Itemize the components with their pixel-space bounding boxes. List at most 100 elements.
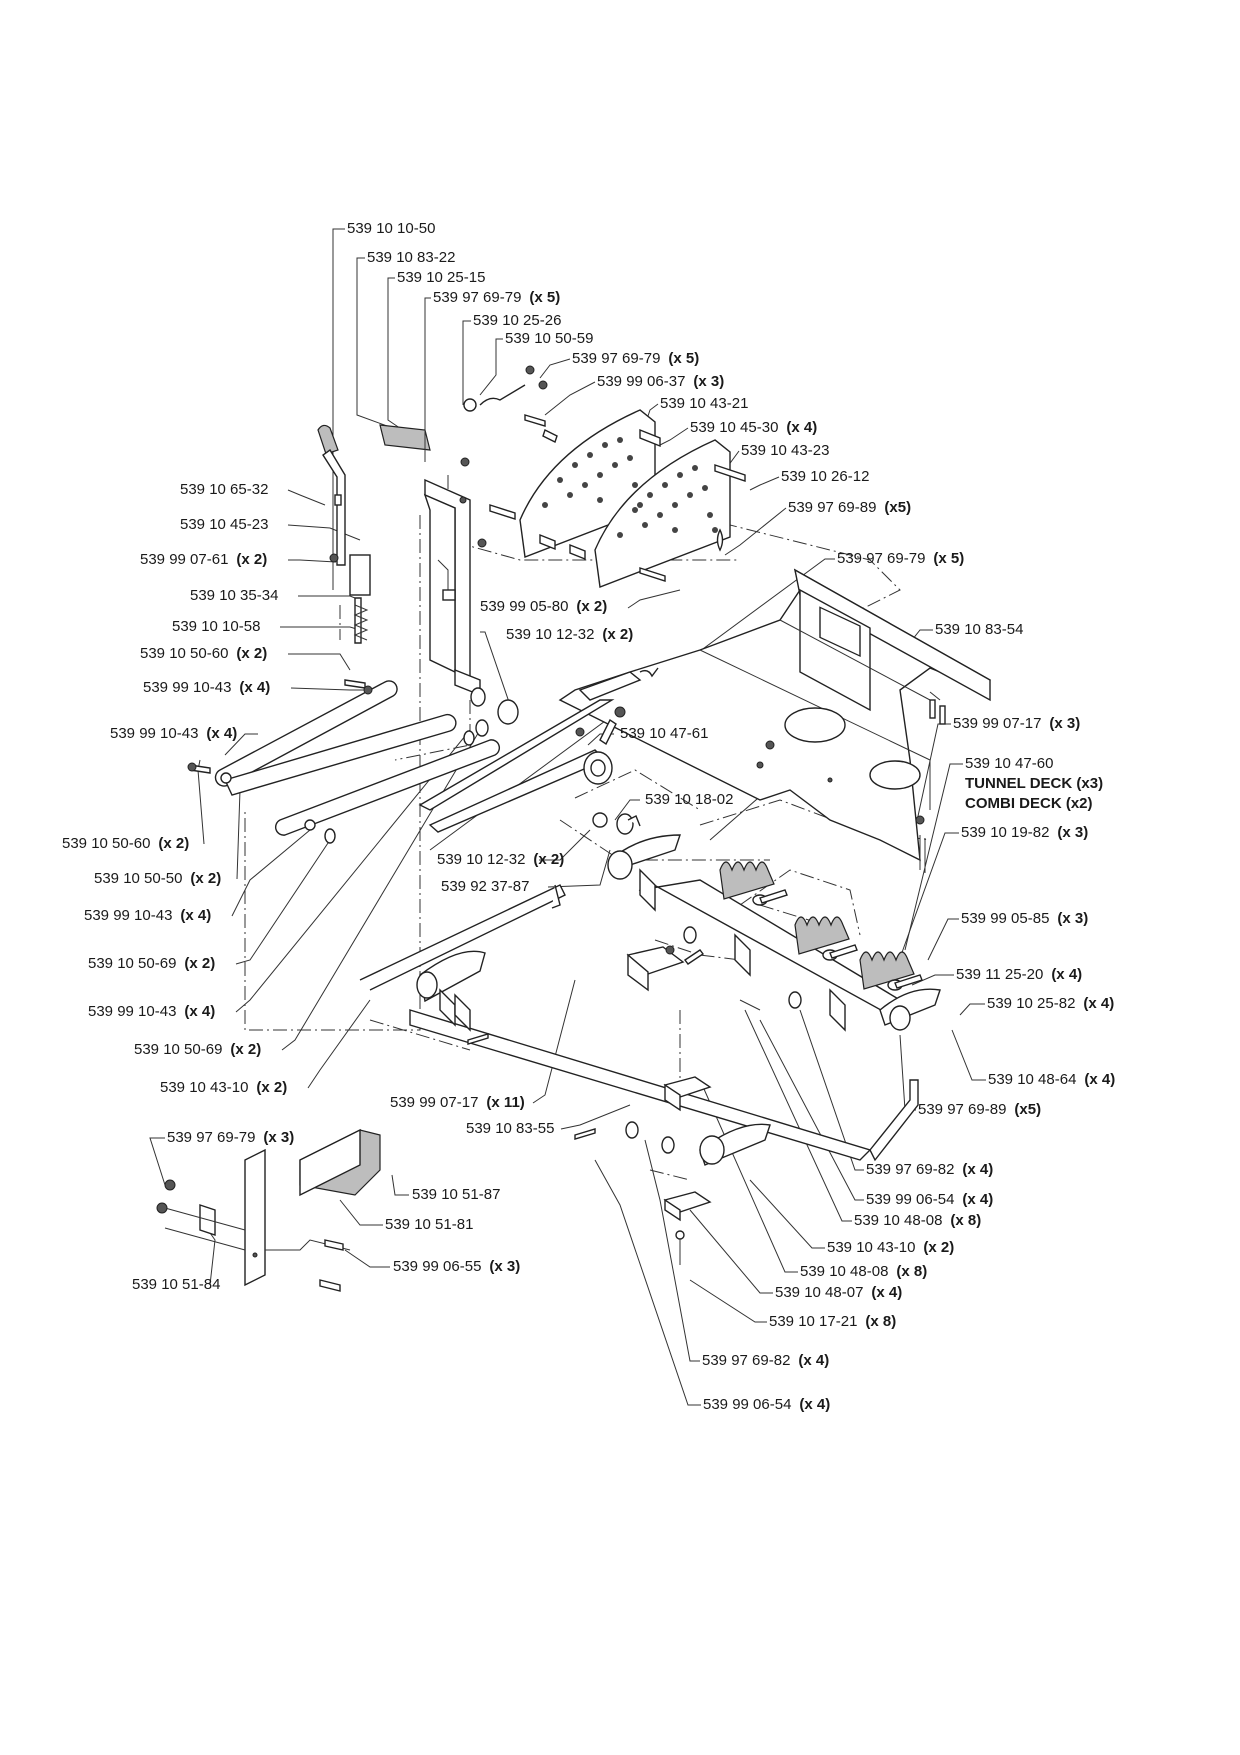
- part-number: 539 10 19-82: [961, 824, 1049, 841]
- part-label: 539 97 69-89(x5): [788, 499, 911, 516]
- part-label: 539 10 48-08(x 8): [854, 1212, 981, 1229]
- part-label: 539 10 10-50: [347, 220, 435, 237]
- part-label: 539 99 07-61(x 2): [140, 551, 267, 568]
- part-number: 539 97 69-82: [866, 1161, 954, 1178]
- part-quantity: (x 2): [236, 645, 267, 662]
- lower-axle-assembly: [359, 834, 941, 1265]
- part-number: 539 10 50-69: [88, 955, 176, 972]
- part-label: 539 10 10-58: [172, 618, 260, 635]
- part-number: 539 10 43-21: [660, 395, 748, 412]
- part-quantity: (x 2): [230, 1041, 261, 1058]
- part-quantity: (x 4): [1051, 966, 1082, 983]
- part-label: 539 99 10-43(x 4): [88, 1003, 215, 1020]
- part-quantity: (x 4): [239, 679, 270, 696]
- part-label: 539 99 10-43(x 4): [84, 907, 211, 924]
- part-label: 539 10 19-82(x 3): [961, 824, 1088, 841]
- part-quantity: (x 4): [799, 1396, 830, 1413]
- part-label: 539 97 69-82(x 4): [702, 1352, 829, 1369]
- part-quantity: (x 2): [184, 955, 215, 972]
- part-quantity: (x 4): [180, 907, 211, 924]
- part-label: 539 10 50-59: [505, 330, 593, 347]
- part-quantity: (x 4): [962, 1161, 993, 1178]
- part-quantity: (x5): [1014, 1101, 1041, 1118]
- link-arms: [187, 679, 501, 844]
- part-number: 539 97 69-79: [572, 350, 660, 367]
- part-label: 539 10 25-26: [473, 312, 561, 329]
- part-label: 539 10 43-10(x 2): [160, 1079, 287, 1096]
- part-quantity: (x 3): [263, 1129, 294, 1146]
- part-quantity: (x 5): [668, 350, 699, 367]
- part-label: 539 99 05-80(x 2): [480, 598, 607, 615]
- part-number: 539 99 06-54: [866, 1191, 954, 1208]
- part-number: 539 99 06-54: [703, 1396, 791, 1413]
- part-number: 539 97 69-89: [788, 499, 876, 516]
- part-quantity: (x 11): [486, 1094, 524, 1111]
- part-number: 539 11 25-20: [956, 966, 1043, 983]
- part-label: 539 99 10-43 (x 4): [143, 679, 270, 696]
- part-label: 539 10 50-69 (x 2): [134, 1041, 261, 1058]
- part-quantity: (x 2): [576, 598, 607, 615]
- springs: [719, 861, 923, 991]
- part-label: 539 10 17-21(x 8): [769, 1313, 896, 1330]
- part-quantity: (x 8): [896, 1263, 927, 1280]
- part-number: 539 10 50-69: [134, 1041, 222, 1058]
- part-quantity: (x 4): [1084, 1071, 1115, 1088]
- part-number: 539 10 43-23: [741, 442, 829, 459]
- part-number: 539 10 25-82: [987, 995, 1075, 1012]
- part-number: 539 97 69-79: [167, 1129, 255, 1146]
- part-number: 539 10 47-61: [620, 725, 708, 742]
- part-number: 539 99 06-55: [393, 1258, 481, 1275]
- part-label: 539 10 35-34: [190, 587, 278, 604]
- part-label: 539 10 48-08 (x 8): [800, 1263, 927, 1280]
- part-number: 539 10 83-55: [466, 1120, 554, 1137]
- part-number: 539 10 35-34: [190, 587, 278, 604]
- part-number: 539 10 12-32: [437, 851, 525, 868]
- part-number: 539 99 10-43: [110, 725, 198, 742]
- part-quantity: (x 2): [533, 851, 564, 868]
- part-quantity: (x 4): [1083, 995, 1114, 1012]
- part-number: 539 92 37-87: [441, 878, 529, 895]
- part-label: 539 10 47-61: [620, 725, 708, 742]
- part-number: 539 10 26-12: [781, 468, 869, 485]
- part-number: 539 97 69-82: [702, 1352, 790, 1369]
- part-number: 539 10 50-50: [94, 870, 182, 887]
- main-frame: [558, 568, 991, 873]
- part-quantity: (x 3): [489, 1258, 520, 1275]
- part-label: 539 10 51-87: [412, 1186, 500, 1203]
- part-label: 539 10 51-81: [385, 1216, 473, 1233]
- part-number: 539 99 07-61: [140, 551, 228, 568]
- part-quantity: (x 4): [962, 1191, 993, 1208]
- leader-lines: [149, 228, 986, 1406]
- part-quantity: (x 5): [529, 289, 560, 306]
- part-label: 539 10 45-30(x 4): [690, 419, 817, 436]
- note-combi-deck: COMBI DECK (x2): [965, 795, 1093, 812]
- part-number: 539 10 48-07: [775, 1284, 863, 1301]
- part-quantity: (x 8): [950, 1212, 981, 1229]
- part-number: 539 99 10-43: [143, 679, 231, 696]
- part-label: 539 99 06-54 (x 4): [703, 1396, 830, 1413]
- part-label: 539 99 07-17 (x 11): [390, 1094, 525, 1111]
- part-label: 539 99 07-17(x 3): [953, 715, 1080, 732]
- part-label: 539 97 69-82 (x 4): [866, 1161, 993, 1178]
- part-label: 539 11 25-20 (x 4): [956, 966, 1082, 983]
- part-number: 539 10 50-60: [62, 835, 150, 852]
- part-quantity: (x 4): [786, 419, 817, 436]
- lower-left-bracket: [156, 1128, 381, 1292]
- part-number: 539 10 43-10: [160, 1079, 248, 1096]
- part-label: 539 10 45-23: [180, 516, 268, 533]
- part-label: 539 10 50-60(x 2): [140, 645, 267, 662]
- part-number: 539 10 48-08: [800, 1263, 888, 1280]
- part-label: 539 10 83-54: [935, 621, 1023, 638]
- part-number: 539 99 07-17: [390, 1094, 478, 1111]
- upright-bracket: [379, 424, 519, 725]
- part-quantity: (x 5): [933, 550, 964, 567]
- part-number: 539 10 45-23: [180, 516, 268, 533]
- part-quantity: (x 4): [871, 1284, 902, 1301]
- part-label: 539 99 05-85(x 3): [961, 910, 1088, 927]
- part-label: 539 10 48-64(x 4): [988, 1071, 1115, 1088]
- part-number: 539 99 07-17: [953, 715, 1041, 732]
- part-label: 539 10 43-21: [660, 395, 748, 412]
- part-label: 539 97 69-89(x5): [918, 1101, 1041, 1118]
